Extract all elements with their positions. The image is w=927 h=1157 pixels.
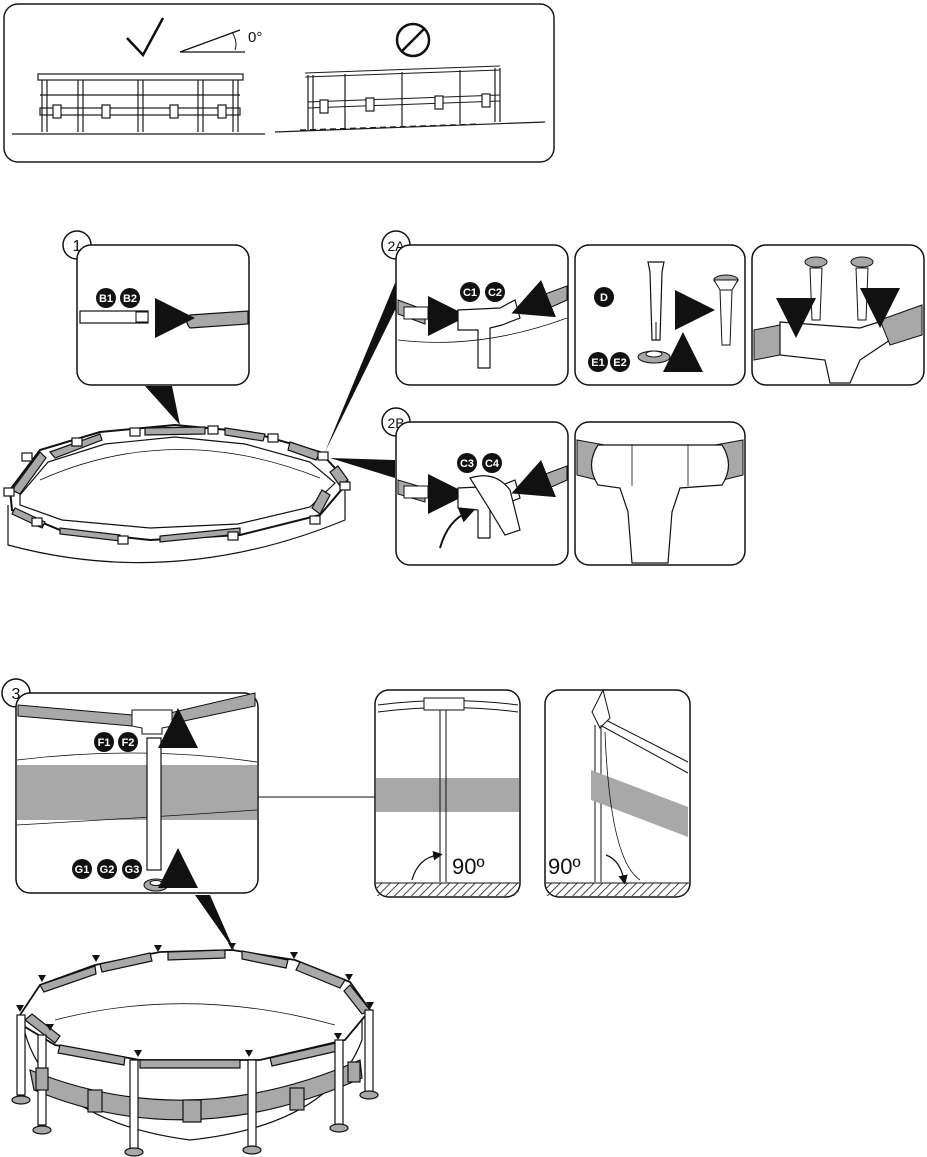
badge-G2: G2: [97, 859, 117, 879]
pool-frame-level: [12, 73, 265, 135]
svg-text:C1: C1: [463, 287, 477, 299]
svg-text:C2: C2: [488, 287, 502, 299]
prohibited-icon: [395, 22, 431, 58]
badge-D: D: [594, 287, 614, 307]
level-ground-panel: 0°: [3, 3, 555, 163]
badge-F1: F1: [94, 732, 114, 752]
angle-indicator: 0°: [179, 29, 262, 53]
badge-B2: B2: [120, 288, 140, 308]
badge-C1: C1: [460, 282, 480, 302]
badge-B1: B1: [96, 288, 116, 308]
svg-text:E2: E2: [613, 357, 626, 369]
badge-C2: C2: [485, 282, 505, 302]
angle-label-90-front: 90º: [452, 854, 485, 879]
pool-with-legs: [11, 943, 379, 1157]
pool-top-ring: [3, 423, 351, 564]
step-1: 1 B1 B2: [62, 230, 250, 425]
badge-G3: G3: [122, 859, 142, 879]
svg-text:G2: G2: [100, 864, 115, 876]
badge-G1: G1: [72, 859, 92, 879]
svg-text:C3: C3: [460, 458, 474, 470]
svg-text:B2: B2: [123, 293, 137, 305]
svg-text:F2: F2: [122, 737, 135, 749]
badge-E2: E2: [610, 352, 630, 372]
badge-C3: C3: [457, 453, 477, 473]
svg-text:C4: C4: [485, 458, 500, 470]
step-2b: 2B C3 C4: [381, 407, 746, 566]
angle-label-90-side: 90º: [548, 854, 581, 879]
check-icon: [126, 17, 165, 58]
svg-text:E1: E1: [591, 357, 604, 369]
svg-text:G3: G3: [125, 864, 140, 876]
step-2a: 2A C1 C2 D E1: [381, 230, 925, 386]
svg-text:D: D: [600, 292, 608, 304]
step-3: 3 F1 F2 G1 G2 G3: [1, 678, 691, 952]
pool-frame-tilted: [274, 65, 546, 133]
svg-text:3: 3: [12, 686, 21, 703]
svg-text:F1: F1: [98, 737, 111, 749]
svg-text:1: 1: [73, 238, 82, 255]
angle-label-0: 0°: [248, 29, 262, 46]
badge-F2: F2: [118, 732, 138, 752]
svg-text:G1: G1: [75, 864, 90, 876]
badge-C4: C4: [482, 453, 502, 473]
badge-E1: E1: [588, 352, 608, 372]
svg-text:B1: B1: [99, 293, 113, 305]
